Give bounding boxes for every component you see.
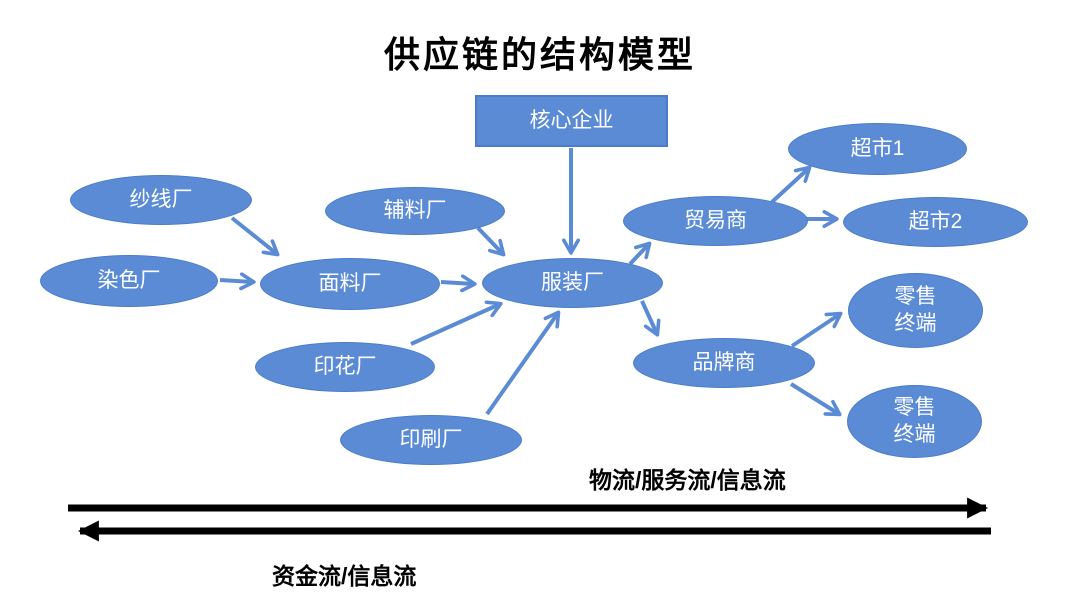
node-garment-factory: 服装厂 [482,258,663,308]
node-dyeing-factory-label: 染色厂 [97,268,161,292]
arrow-yarn-to-fabric [230,216,280,257]
node-retail-terminal-1-line2: 终端 [894,311,937,335]
arrow-brand-to-retail2 [789,382,842,417]
arrow-dye-to-fabric [219,272,256,291]
node-fabric-factory-label: 面料厂 [318,271,382,295]
node-yarn-factory: 纱线厂 [70,175,252,225]
node-brand-label: 品牌商 [692,350,756,374]
node-stamping-factory: 印花厂 [255,342,435,392]
arrow-trader-to-market1 [770,165,812,204]
node-yarn-factory-label: 纱线厂 [129,187,193,211]
backward-flow-label: 资金流/信息流 [272,563,417,589]
node-dyeing-factory: 染色厂 [40,255,218,307]
node-core-enterprise-label: 核心企业 [529,108,614,132]
node-supermarket-1-label: 超市1 [850,136,905,160]
node-supermarket-1: 超市1 [788,123,967,175]
diagram-title: 供应链的结构模型 [383,34,696,75]
node-trader: 贸易商 [623,196,808,246]
arrow-accessory-to-garment [476,226,506,257]
arrow-garment-to-trader [628,241,652,266]
node-printing-factory: 印刷厂 [340,415,522,465]
forward-flow-label: 物流/服务流/信息流 [589,467,786,493]
node-printing-factory-label: 印刷厂 [399,427,463,451]
arrow-garment-to-brand [640,300,661,337]
node-accessory-factory-label: 辅料厂 [383,198,447,222]
node-retail-terminal-2-line2: 终端 [893,422,936,446]
node-supermarket-2: 超市2 [843,197,1028,247]
node-accessory-factory: 辅料厂 [325,187,505,235]
arrow-stamping-to-garment [410,300,503,346]
arrow-brand-to-retail1 [790,311,843,348]
node-garment-factory-label: 服装厂 [541,270,604,294]
node-trader-label: 贸易商 [684,208,747,232]
node-brand: 品牌商 [633,338,815,388]
node-stamping-factory-label: 印花厂 [313,354,377,378]
node-core-enterprise: 核心企业 [475,95,668,147]
node-retail-terminal-1: 零售 终端 [848,273,983,348]
node-fabric-factory: 面料厂 [260,258,440,310]
arrow-fabric-to-garment [440,274,477,293]
node-retail-terminal-2-line1: 零售 [893,396,936,420]
arrow-printing-to-garment [485,310,561,416]
node-retail-terminal-2: 零售 终端 [847,385,982,458]
node-retail-terminal-1-line1: 零售 [894,285,937,309]
node-supermarket-2-label: 超市2 [908,209,963,233]
